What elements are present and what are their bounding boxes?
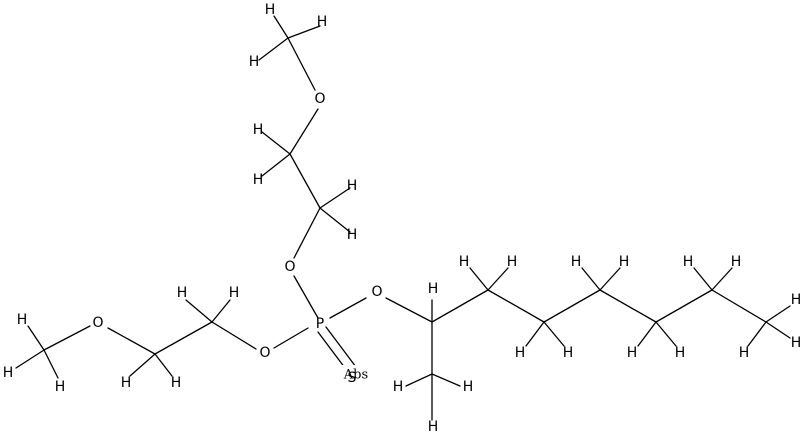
- atom-label: H: [3, 365, 14, 381]
- atom-label: H: [265, 2, 276, 18]
- atom-label: O: [371, 284, 382, 300]
- atom-label: H: [675, 345, 686, 361]
- bond: [543, 289, 601, 323]
- bond: [154, 353, 173, 377]
- bond: [525, 321, 545, 347]
- bond: [258, 37, 289, 61]
- bond: [693, 267, 713, 291]
- bond: [27, 325, 45, 351]
- atom-label: H: [317, 14, 328, 30]
- atom-label: H: [253, 172, 264, 188]
- bond: [431, 373, 461, 387]
- atom-label: O: [259, 345, 270, 361]
- stereo-flag-label: Abs: [343, 368, 368, 383]
- bond: [261, 153, 291, 177]
- atom-label: H: [739, 345, 750, 361]
- atom-label: H: [683, 254, 694, 270]
- bond: [289, 108, 319, 155]
- bond: [43, 325, 91, 351]
- bond: [211, 299, 231, 323]
- atom-labels: Abs H H H O H H H H O P S O H H H H O H …: [3, 2, 802, 435]
- bond: [431, 289, 489, 323]
- atom-label: H: [177, 285, 188, 301]
- atom-label: H: [507, 254, 518, 270]
- atom-label: H: [791, 335, 802, 351]
- atom-label: H: [428, 419, 439, 435]
- atom-label: H: [17, 312, 28, 328]
- atom-label: O: [92, 315, 103, 331]
- bond: [543, 321, 565, 347]
- atom-label: O: [314, 91, 325, 107]
- bond: [469, 267, 489, 291]
- bond: [487, 267, 509, 291]
- atom-label: H: [619, 254, 630, 270]
- bonds: [15, 15, 791, 421]
- bond: [655, 289, 713, 323]
- bond: [15, 349, 45, 369]
- atom-label: H: [731, 254, 742, 270]
- bond: [319, 207, 351, 233]
- atom-label: H: [791, 292, 802, 308]
- atom-label: H: [463, 379, 474, 395]
- bond: [129, 353, 156, 377]
- atom-label: H: [393, 379, 404, 395]
- bond: [599, 289, 657, 323]
- atom-label: H: [55, 379, 66, 395]
- bond: [211, 321, 257, 350]
- bond: [154, 321, 213, 355]
- atom-label: H: [347, 227, 358, 243]
- bond: [405, 373, 433, 387]
- atom-label: S: [348, 370, 357, 386]
- bond: [287, 37, 316, 91]
- bond: [273, 327, 309, 349]
- atom-label: H: [121, 375, 132, 391]
- bond: [293, 207, 321, 259]
- bond: [185, 299, 213, 323]
- bond: [293, 275, 319, 319]
- bond: [655, 321, 677, 347]
- bond: [107, 327, 156, 355]
- bond: [711, 267, 733, 291]
- bond: [319, 187, 351, 209]
- bond: [765, 321, 791, 339]
- atom-label: H: [515, 345, 526, 361]
- atom-label: H: [563, 345, 574, 361]
- atom-label: H: [571, 254, 582, 270]
- bond: [487, 289, 545, 323]
- atom-label: H: [253, 122, 264, 138]
- atom-label: H: [459, 254, 470, 270]
- bond: [273, 15, 289, 39]
- atom-label: O: [284, 259, 295, 275]
- atom-label: H: [347, 178, 358, 194]
- bond: [261, 131, 291, 155]
- atom-label: H: [229, 285, 240, 301]
- bond: [637, 321, 657, 347]
- bond: [747, 321, 767, 347]
- bond: [765, 305, 791, 323]
- bond: [289, 153, 321, 209]
- bond: [385, 297, 433, 323]
- bond: [287, 25, 321, 39]
- atom-label: H: [428, 281, 439, 297]
- bond: [711, 289, 767, 323]
- bond: [329, 297, 367, 319]
- atom-label: H: [249, 54, 260, 70]
- atom-label: P: [316, 316, 324, 332]
- atom-label: H: [627, 345, 638, 361]
- bond: [599, 267, 621, 291]
- bond: [43, 349, 59, 379]
- atom-label: H: [171, 375, 182, 391]
- bond: [325, 326, 357, 368]
- bond: [581, 267, 601, 291]
